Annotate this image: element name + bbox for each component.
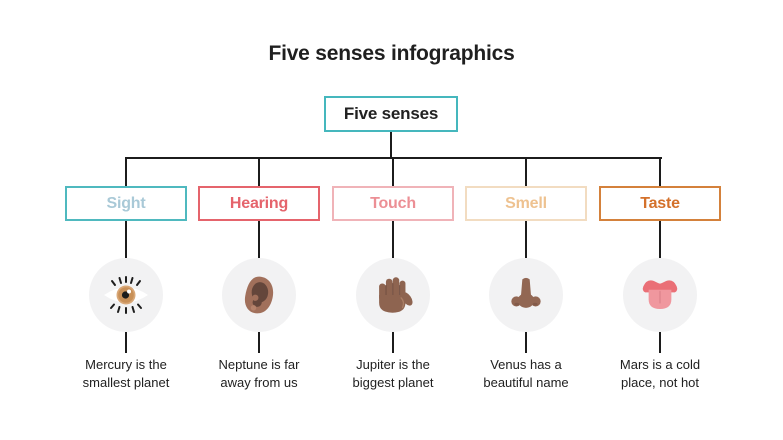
sense-label-box-taste: Taste	[599, 186, 721, 221]
sense-description: Mercury is the smallest planet	[51, 356, 201, 392]
connector-mid	[258, 221, 260, 258]
sense-label: Hearing	[229, 194, 289, 212]
tongue-icon	[642, 280, 678, 309]
connector-top	[659, 157, 661, 186]
sense-icon-circle	[356, 258, 430, 332]
description-line: smallest planet	[82, 375, 170, 390]
sense-icon-circle	[623, 258, 697, 332]
sense-label: Touch	[370, 194, 416, 212]
description-line: beautiful name	[483, 375, 569, 390]
sense-label-box-sight: Sight	[65, 186, 187, 221]
sense-label-box-hearing: Hearing	[198, 186, 320, 221]
connector-mid	[659, 221, 661, 258]
hand-icon	[379, 277, 413, 313]
sense-label-box-smell: Smell	[465, 186, 587, 221]
description-line: biggest planet	[352, 375, 434, 390]
root-node-label: Five senses	[343, 104, 439, 123]
connector-root-stem	[390, 132, 392, 158]
sense-icon-circle	[489, 258, 563, 332]
root-node: Five senses	[324, 96, 458, 132]
connector-top	[125, 157, 127, 186]
connector-mid	[392, 221, 394, 258]
sense-column-taste: Taste Mars is a cold place, not hot	[585, 0, 735, 440]
description-line: Neptune is far	[218, 357, 300, 372]
connector-top	[392, 157, 394, 186]
connector-mid	[125, 221, 127, 258]
page-title: Five senses infographics	[268, 42, 515, 65]
connector-bottom	[525, 332, 527, 353]
sense-column-touch: Touch Jupiter is the biggest p	[318, 0, 468, 440]
sense-description: Mars is a cold place, not hot	[585, 356, 735, 392]
connector-top	[258, 157, 260, 186]
ear-icon	[244, 276, 274, 314]
sense-icon-circle	[89, 258, 163, 332]
sense-column-sight: Sight Mercury is the	[51, 0, 201, 440]
sense-description: Neptune is far away from us	[184, 356, 334, 392]
sense-column-hearing: Hearing Neptune is far away from us	[184, 0, 334, 440]
connector-bottom	[392, 332, 394, 353]
sense-label: Smell	[505, 194, 547, 212]
connector-bottom	[258, 332, 260, 353]
description-line: Mars is a cold	[619, 357, 701, 372]
sense-icon-circle	[222, 258, 296, 332]
description-line: away from us	[220, 375, 298, 390]
connector-mid	[525, 221, 527, 258]
sense-column-smell: Smell Venus has a beautiful name	[451, 0, 601, 440]
connector-bottom	[125, 332, 127, 353]
sense-label: Taste	[640, 194, 680, 212]
description-line: Venus has a	[490, 357, 562, 372]
description-line: Mercury is the	[85, 357, 167, 372]
sense-label: Sight	[106, 194, 146, 212]
description-line: place, not hot	[620, 375, 700, 390]
connector-top	[525, 157, 527, 186]
connector-bottom	[659, 332, 661, 353]
sense-description: Jupiter is the biggest planet	[318, 356, 468, 392]
description-line: Jupiter is the	[356, 357, 430, 372]
nose-icon	[511, 277, 541, 308]
sense-description: Venus has a beautiful name	[451, 356, 601, 392]
eye-icon	[104, 276, 148, 314]
sense-label-box-touch: Touch	[332, 186, 454, 221]
